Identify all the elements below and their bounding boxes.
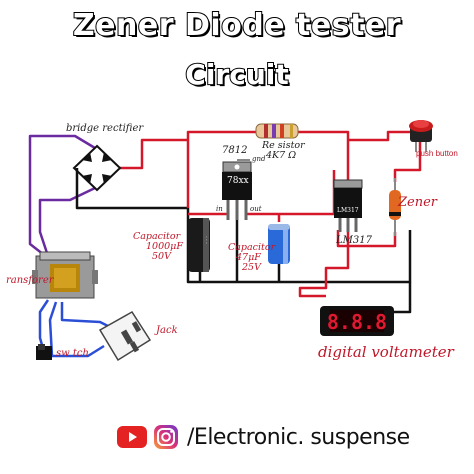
regulator-7812 <box>222 159 252 220</box>
instagram-icon[interactable] <box>153 424 179 450</box>
regulator-gnd-label: gnd <box>252 155 266 163</box>
voltmeter-label: digital voltameter <box>318 343 454 361</box>
digital-voltmeter: 8.8.8 <box>320 306 394 336</box>
wire-purple-ac1 <box>28 134 96 259</box>
pin-in-label: in <box>216 205 223 213</box>
wire-purple-ac2 <box>38 186 96 263</box>
capacitor-47uf-label: Capacitor <box>228 242 276 253</box>
resistor <box>255 123 299 139</box>
zener-diode <box>389 178 401 236</box>
capacitor-1000uf-voltage: 50V <box>152 251 171 262</box>
zener-label: Zener <box>398 195 438 210</box>
youtube-icon[interactable] <box>117 426 147 448</box>
wire-red-positive-main <box>120 138 190 208</box>
push-button-label: push button <box>416 149 458 158</box>
resistor-value-label: 4K7 Ω <box>266 150 297 161</box>
regulator-lm317 <box>333 179 363 232</box>
svg-text:- - -: - - - <box>203 236 209 244</box>
jack-label: Jack <box>156 325 178 336</box>
capacitor-1000uf: - - - <box>188 218 210 272</box>
footer <box>0 420 474 460</box>
lm317-label: LM317 <box>336 235 372 246</box>
wire-red-resistor-out <box>297 130 350 180</box>
wire-red-to-button <box>348 130 420 142</box>
wire-red-button-zener <box>393 140 422 182</box>
capacitor-47uf <box>268 224 290 264</box>
rocker-switch <box>36 344 52 360</box>
capacitor-1000uf-value: 1000μF <box>146 241 183 252</box>
regulator-body-label: 78xx <box>227 176 249 186</box>
pin-out-label: out <box>250 205 262 213</box>
capacitor-1000uf-label: Capacitor <box>133 231 181 242</box>
wire-blue-2 <box>60 302 113 330</box>
page-title: Zener Diode tester <box>72 7 402 44</box>
wire-red-lm317-out <box>298 230 350 298</box>
bridge-rectifier <box>72 144 122 192</box>
wire-red-to-resistor <box>186 130 258 140</box>
transformer-label: ransforer <box>6 275 54 286</box>
push-button <box>409 120 433 152</box>
regulator-7812-label: 7812 <box>222 145 248 156</box>
switch-label: sw tch <box>56 348 89 359</box>
wire-red-zener-lm <box>336 230 397 248</box>
svg-text:8.8.8: 8.8.8 <box>327 310 387 334</box>
transformer <box>32 251 98 299</box>
mains-plug <box>98 310 152 362</box>
lm317-body-label: LM317 <box>337 207 359 214</box>
page-subtitle: Circuit <box>184 57 289 92</box>
resistor-label: Re sistor <box>262 140 305 151</box>
capacitor-47uf-voltage: 25V <box>242 262 261 273</box>
bridge-rectifier-label: bridge rectifier <box>66 123 144 134</box>
channel-handle: /Electronic. suspense <box>187 425 410 450</box>
capacitor-47uf-value: 47μF <box>236 252 261 263</box>
wire-black-voltmeter <box>392 282 412 314</box>
